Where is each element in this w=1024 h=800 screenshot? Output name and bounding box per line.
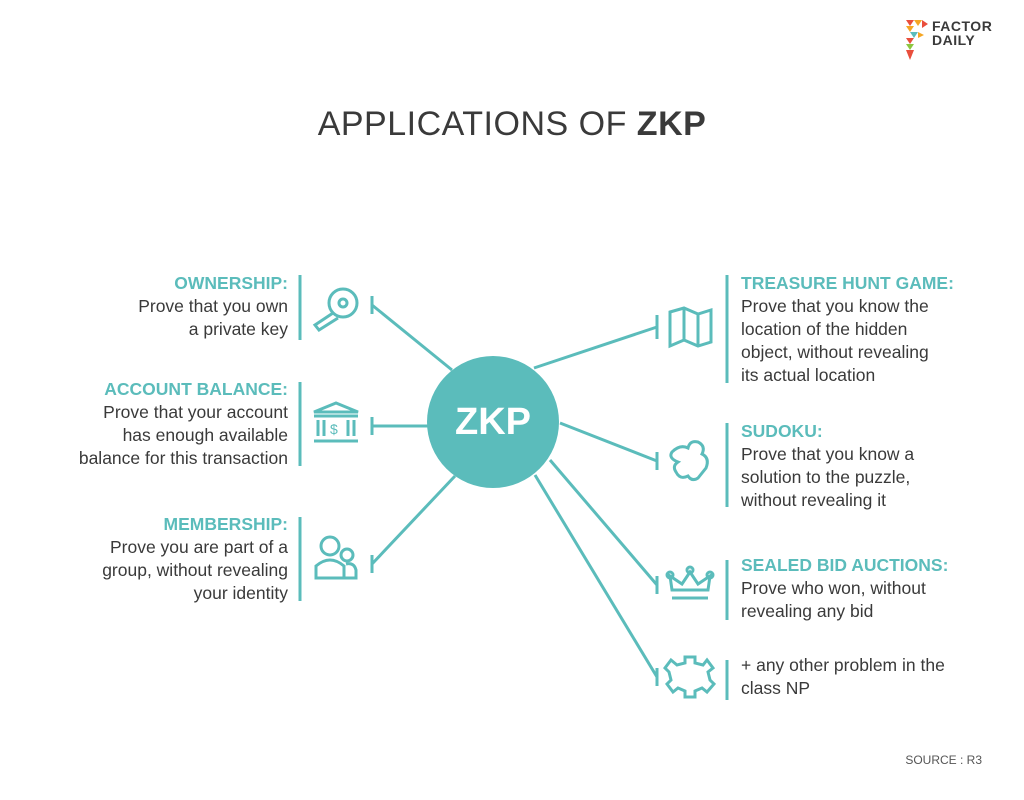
heading: OWNERSHIP: bbox=[174, 273, 288, 293]
factor-daily-logo-icon bbox=[906, 20, 928, 60]
bank-icon: $ bbox=[313, 401, 359, 443]
svg-text:$: $ bbox=[330, 421, 338, 437]
crown-icon bbox=[665, 565, 715, 600]
heading: SEALED BID AUCTIONS: bbox=[741, 555, 949, 575]
text-line: Prove that you own bbox=[138, 296, 288, 316]
other-np-block: + any other problem in the class NP bbox=[741, 654, 945, 700]
text-line: object, without revealing bbox=[741, 342, 929, 362]
sudoku-block: SUDOKU: Prove that you know a solution t… bbox=[741, 420, 914, 512]
text-line: a private key bbox=[188, 319, 288, 339]
ownership-block: OWNERSHIP: Prove that you own a private … bbox=[138, 272, 288, 341]
text-line: has enough available bbox=[122, 425, 288, 445]
text-line: solution to the puzzle, bbox=[741, 467, 911, 487]
text-line: Prove that you know a bbox=[741, 444, 915, 464]
source-note: SOURCE : R3 bbox=[905, 753, 982, 767]
puzzle-icon bbox=[669, 440, 709, 482]
page-title: APPLICATIONS OF ZKP bbox=[317, 105, 707, 143]
key-icon bbox=[312, 287, 359, 332]
text-line: balance for this transaction bbox=[78, 448, 288, 468]
heading: TREASURE HUNT GAME: bbox=[741, 273, 954, 293]
connector bbox=[370, 296, 659, 686]
text-line: Prove who won, without bbox=[741, 578, 926, 598]
heading: ACCOUNT BALANCE: bbox=[104, 379, 288, 399]
heading: SUDOKU: bbox=[741, 421, 823, 441]
membership-block: MEMBERSHIP: Prove you are part of a grou… bbox=[102, 513, 288, 605]
text-line: class NP bbox=[741, 678, 811, 698]
text-line: Prove that you know the bbox=[741, 296, 929, 316]
text-line: group, without revealing bbox=[102, 560, 288, 580]
heading: MEMBERSHIP: bbox=[163, 514, 288, 534]
text-line: without revealing it bbox=[741, 490, 886, 510]
text-line: location of the hidden bbox=[741, 319, 908, 339]
text-line: Prove that your account bbox=[103, 402, 288, 422]
sealed-bid-block: SEALED BID AUCTIONS: Prove who won, with… bbox=[741, 554, 948, 623]
account-balance-block: ACCOUNT BALANCE: Prove that your account… bbox=[79, 378, 288, 470]
text-line: revealing any bid bbox=[741, 601, 874, 621]
zkp-center-circle: ZKP bbox=[427, 356, 559, 488]
text-line: + any other problem in the bbox=[741, 655, 945, 675]
text-line: Prove you are part of a bbox=[109, 537, 288, 557]
text-line: its actual location bbox=[741, 365, 876, 385]
treasure-hunt-block: TREASURE HUNT GAME: Prove that you know … bbox=[741, 272, 954, 387]
group-icon bbox=[314, 535, 358, 580]
map-icon bbox=[668, 306, 713, 349]
text-line: your identity bbox=[193, 583, 288, 603]
gear-icon bbox=[663, 655, 717, 699]
